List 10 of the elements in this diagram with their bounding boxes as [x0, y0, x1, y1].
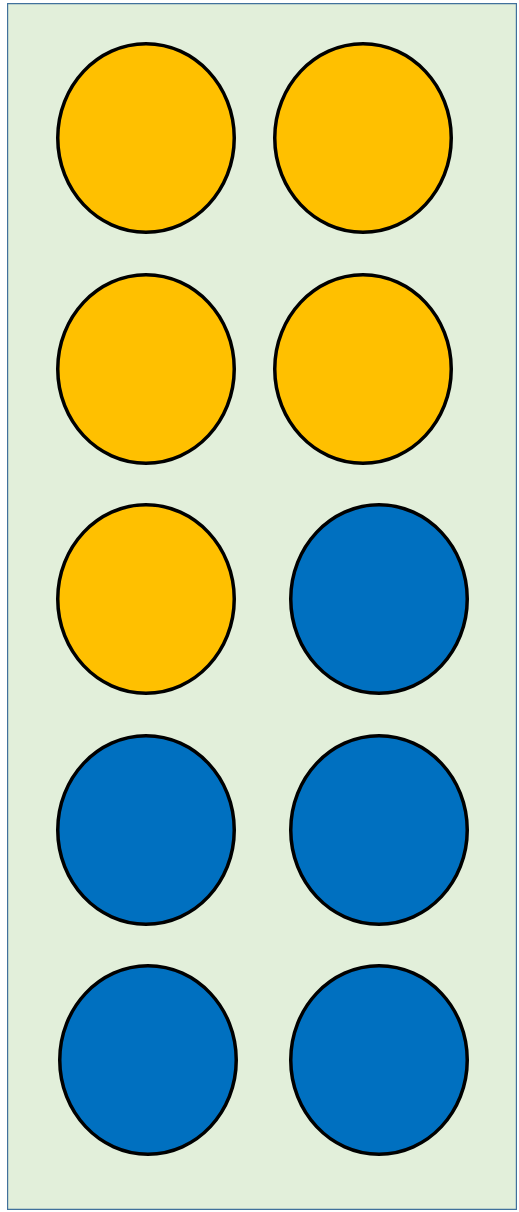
counter-circle	[56, 273, 236, 465]
counter-circle	[56, 734, 236, 926]
counter-circle	[273, 42, 453, 234]
counter-circle	[273, 273, 453, 465]
counter-circle	[58, 964, 238, 1156]
counter-circle	[56, 503, 236, 695]
counter-circle	[56, 42, 236, 234]
counter-circle	[289, 734, 469, 926]
counter-circle	[289, 503, 469, 695]
counter-circle	[289, 964, 469, 1156]
